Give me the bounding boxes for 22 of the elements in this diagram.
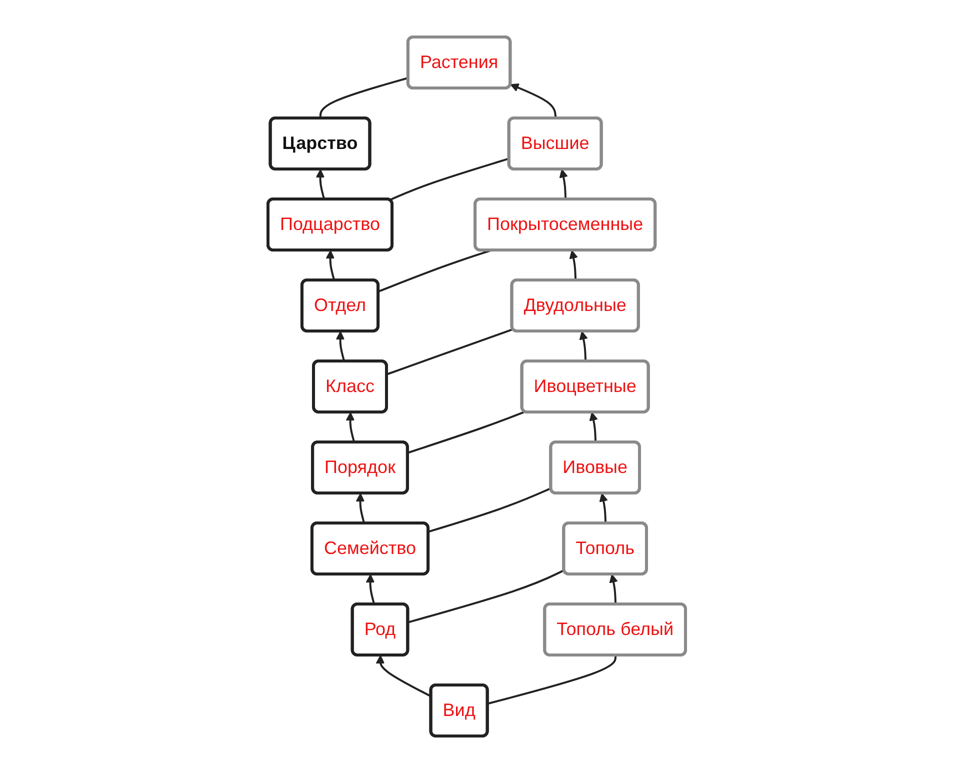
connector: [319, 76, 408, 119]
connector: [408, 569, 564, 624]
connector: [407, 410, 525, 454]
arrow: [366, 574, 375, 605]
arrow: [559, 169, 568, 200]
arrow: [579, 331, 588, 362]
arrow: [336, 331, 345, 362]
arrow: [376, 655, 432, 698]
arrow: [326, 250, 335, 281]
arrow: [599, 493, 608, 524]
connector: [378, 250, 491, 292]
arrow: [609, 574, 618, 605]
arrow: [316, 169, 325, 200]
connector: [428, 487, 552, 533]
arrow: [589, 412, 598, 443]
arrow: [569, 250, 578, 281]
arrow: [510, 83, 556, 119]
arrow: [346, 412, 355, 443]
connector: [386, 328, 514, 376]
connector: [487, 655, 616, 705]
arrow: [356, 493, 365, 524]
connector: [389, 158, 510, 201]
